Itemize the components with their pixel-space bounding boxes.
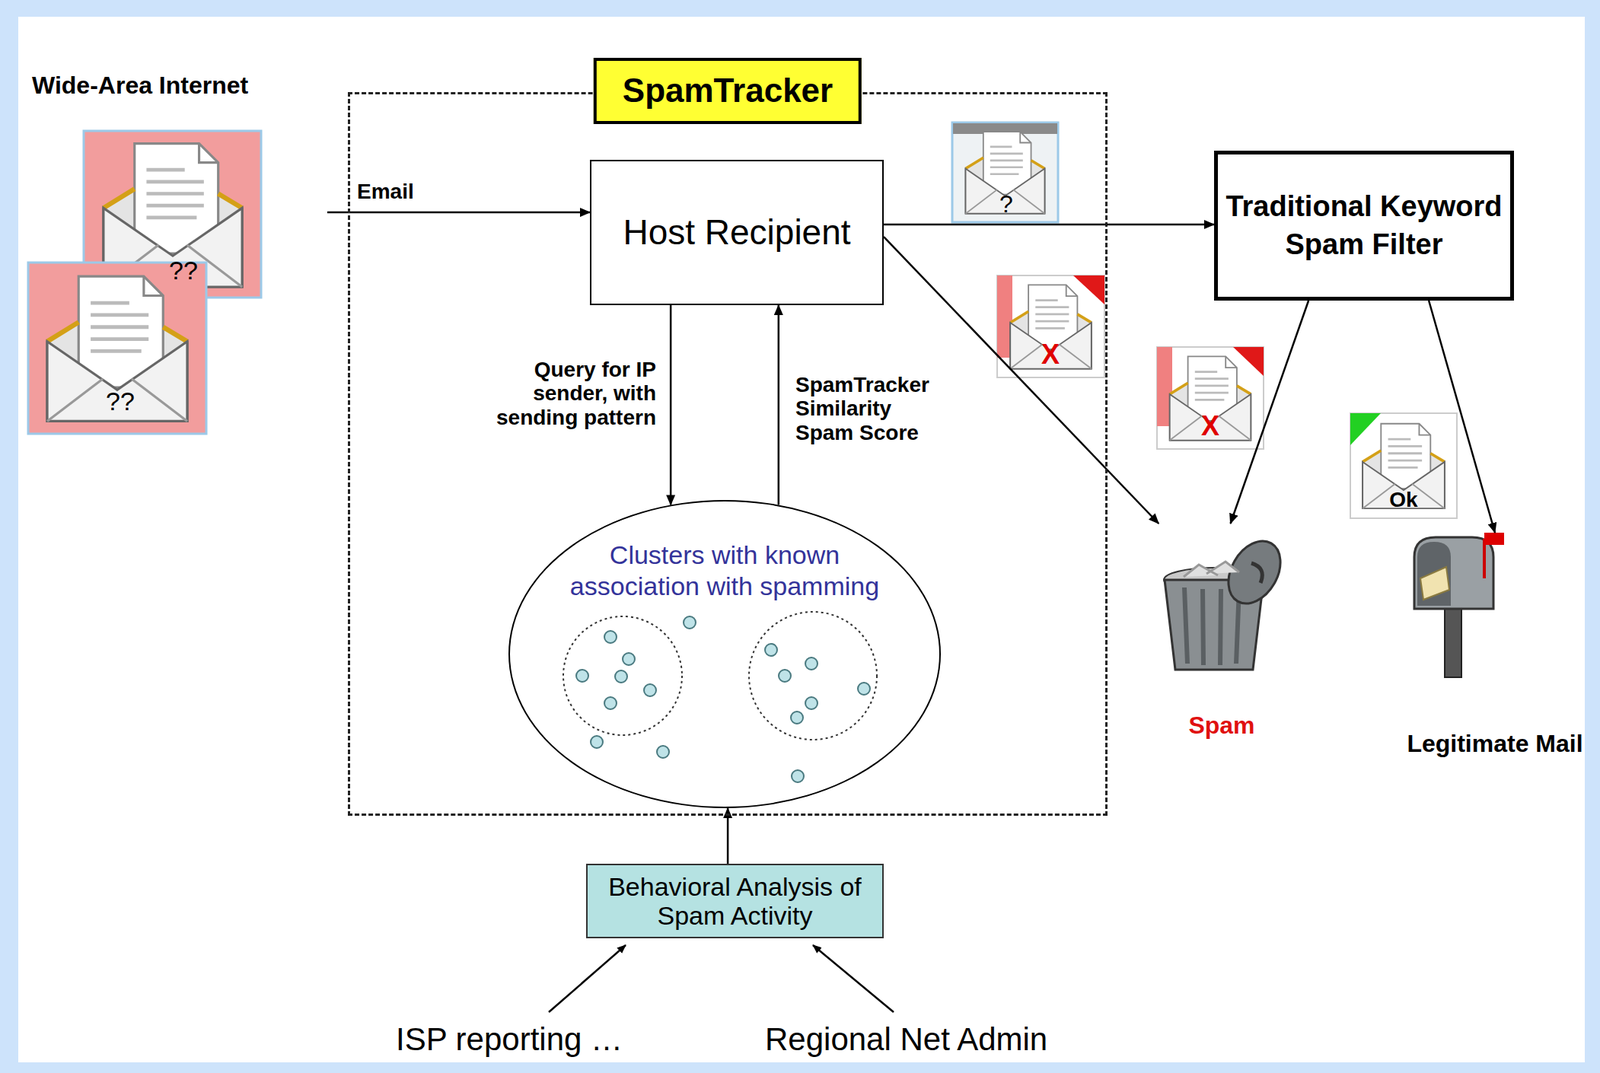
mailbox-opening bbox=[1417, 541, 1451, 606]
accepted-envelope bbox=[1350, 413, 1457, 519]
envelope-mark: ?? bbox=[105, 386, 135, 417]
unknown-envelope bbox=[952, 122, 1059, 223]
envelope-mark: Ok bbox=[1389, 487, 1418, 513]
cluster-ring bbox=[563, 616, 683, 736]
process-box: Host Recipient bbox=[589, 159, 884, 306]
spam-bin: Spam bbox=[1134, 523, 1310, 745]
host-dot bbox=[656, 745, 670, 759]
cluster-circles bbox=[563, 611, 877, 783]
source-label: Regional Net Admin bbox=[764, 1021, 1048, 1059]
source-arrows bbox=[548, 945, 894, 1013]
node-text: Host Recipient bbox=[622, 212, 851, 253]
spam-envelope bbox=[28, 262, 207, 434]
rejected-envelope bbox=[1156, 347, 1264, 450]
flow-arrow bbox=[1428, 300, 1495, 533]
envelope-corner bbox=[1233, 347, 1264, 377]
flow-arrow bbox=[777, 305, 781, 505]
envelope-mark: X bbox=[1041, 338, 1060, 371]
envelope-ground bbox=[28, 262, 207, 434]
envelope-ground bbox=[997, 275, 1105, 378]
host-dot bbox=[790, 711, 804, 724]
envelope-ground bbox=[1156, 347, 1264, 450]
edge-label: Query for IP sender, with sending patter… bbox=[481, 357, 657, 430]
host-dot bbox=[778, 669, 791, 683]
mailbox: Legitimate Mail bbox=[1406, 532, 1584, 762]
trash-ribs bbox=[1184, 587, 1240, 666]
node-text: Legitimate Mail bbox=[1406, 729, 1583, 759]
host-dot bbox=[791, 770, 804, 783]
mailbox-flag bbox=[1484, 532, 1505, 546]
node-text: Traditional Keyword Spam Filter bbox=[1225, 188, 1503, 264]
host-dot bbox=[643, 684, 657, 697]
filter-box: Traditional Keyword Spam Filter bbox=[1214, 150, 1514, 301]
source-region: Wide-Area Internet bbox=[22, 66, 328, 440]
cluster-ellipse: Clusters with known association with spa… bbox=[508, 500, 941, 809]
envelope-ground bbox=[952, 122, 1059, 223]
spamtracker-region: SpamTrackerHost RecipientClusters with k… bbox=[347, 92, 1108, 816]
flow-arrow bbox=[669, 305, 673, 505]
host-dot bbox=[805, 657, 818, 670]
host-dot bbox=[615, 670, 628, 683]
mailbox-post bbox=[1444, 608, 1462, 678]
flow-arrow bbox=[726, 808, 730, 864]
trash-handle bbox=[1251, 563, 1263, 584]
flow-arrow bbox=[327, 211, 590, 214]
host-dot bbox=[576, 669, 589, 683]
node-text: Behavioral Analysis of Spam Activity bbox=[595, 872, 875, 931]
envelope-ground bbox=[1350, 413, 1457, 519]
flow-arrow bbox=[883, 223, 1215, 227]
envelope-mark: X bbox=[1201, 410, 1220, 443]
analysis-box: Behavioral Analysis of Spam Activity bbox=[586, 863, 884, 939]
cluster-ring bbox=[749, 611, 877, 740]
mailbox-icon bbox=[1414, 532, 1505, 678]
host-dot bbox=[764, 643, 778, 657]
flow-arrow bbox=[1230, 300, 1310, 524]
host-dot bbox=[622, 653, 635, 666]
node-text: Clusters with known association with spa… bbox=[553, 539, 896, 603]
host-dot bbox=[805, 697, 818, 710]
host-dot bbox=[590, 736, 603, 749]
mail-letter bbox=[1420, 567, 1450, 600]
mailbox-body bbox=[1414, 537, 1494, 609]
host-dot bbox=[683, 616, 696, 629]
host-dot bbox=[857, 682, 871, 695]
node-text: Wide-Area Internet bbox=[31, 71, 249, 100]
source-arrow bbox=[812, 945, 894, 1013]
host-dot bbox=[604, 697, 617, 710]
source-arrow bbox=[548, 945, 626, 1013]
edge-label: SpamTracker Similarity Spam Score bbox=[795, 372, 948, 445]
edge-label: Email bbox=[356, 179, 449, 204]
source-label: ISP reporting … bbox=[395, 1021, 623, 1059]
rejected-envelope bbox=[997, 275, 1105, 378]
host-dot bbox=[604, 631, 617, 644]
trash-can-icon bbox=[1163, 532, 1291, 670]
trash-papers bbox=[1183, 561, 1240, 577]
envelope-mark: ?? bbox=[168, 255, 198, 286]
envelope-mark: ? bbox=[999, 190, 1014, 219]
node-text: Spam bbox=[1188, 711, 1255, 740]
envelope-corner bbox=[1350, 413, 1381, 446]
region-title: SpamTracker bbox=[593, 57, 862, 125]
envelope-icon bbox=[47, 276, 188, 421]
